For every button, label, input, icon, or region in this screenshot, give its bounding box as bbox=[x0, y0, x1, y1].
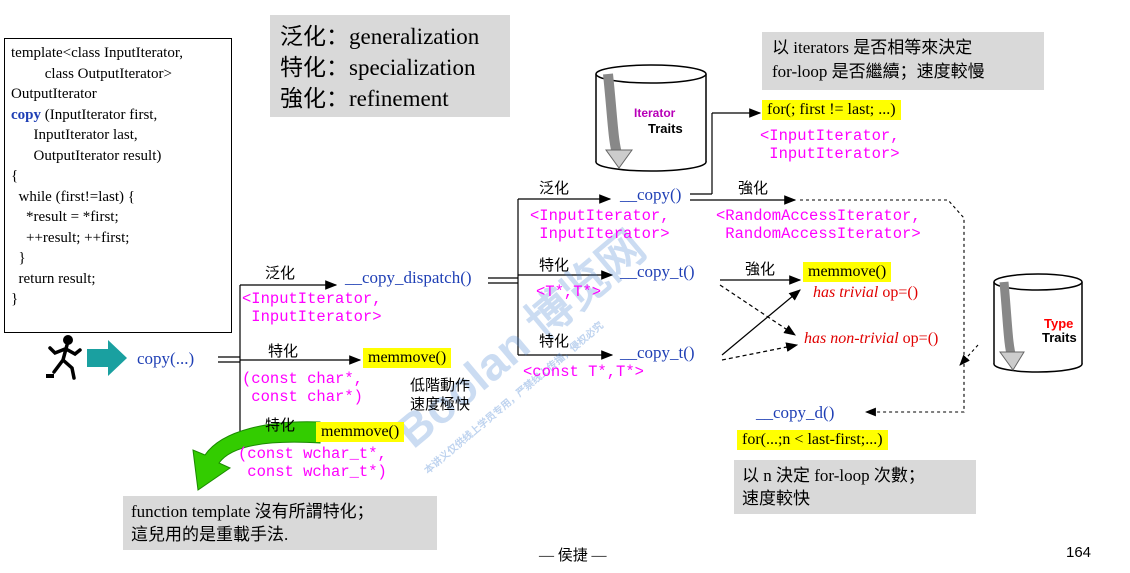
legend-specialization: 特化：specialization bbox=[280, 55, 476, 80]
template-arg-line: RandomAccessIterator> bbox=[716, 225, 921, 243]
note-italic: has non-trivial bbox=[804, 330, 899, 347]
copy-t-function: __copy_t() bbox=[620, 262, 695, 281]
note-line: 這兒用的是重載手法. bbox=[131, 525, 289, 544]
edge-label-specialization: 特化 bbox=[539, 334, 570, 350]
iterator-compare-note: 以 iterators 是否相等來決定 for-loop 是否繼續；速度較慢 bbox=[762, 32, 1044, 90]
arrow-from-copy-t2-to-memmove bbox=[721, 289, 801, 356]
edge-label-specialization: 特化 bbox=[265, 418, 296, 434]
code-line: copy (InputIterator first, bbox=[11, 105, 225, 126]
template-arg-line: InputIterator> bbox=[760, 145, 900, 163]
for-first-template-args: <InputIterator, InputIterator> bbox=[760, 127, 900, 163]
note-rest: op=() bbox=[898, 330, 939, 347]
code-line: template<class InputIterator, bbox=[11, 45, 183, 61]
fast-loop-note: 以 n 決定 for-loop 次數； 速度較快 bbox=[734, 460, 976, 514]
cylinder-label-traits: Traits bbox=[648, 121, 683, 136]
legend-generalization: 泛化：generalization bbox=[280, 24, 480, 49]
code-line: while (first!=last) { bbox=[11, 188, 135, 205]
code-line: InputIterator last, bbox=[11, 127, 138, 143]
copy-inner-function: __copy() bbox=[620, 185, 682, 204]
code-line: } bbox=[11, 291, 19, 307]
code-line: *result = *first; bbox=[11, 209, 119, 225]
copy-t-const-template-args: <const T*,T*> bbox=[523, 363, 644, 381]
template-arg-line: InputIterator> bbox=[530, 225, 670, 243]
memmove-char-box: memmove() bbox=[363, 348, 452, 368]
template-arg-line: const char*) bbox=[242, 388, 363, 406]
dotted-path-to-copy-d bbox=[800, 199, 965, 417]
code-line: OutputIterator bbox=[11, 86, 97, 102]
memmove-trivial-box: memmove() bbox=[803, 262, 892, 282]
note-line: 速度較快 bbox=[742, 489, 810, 508]
code-line: return result; bbox=[11, 270, 96, 287]
edge-label-generalization: 泛化 bbox=[265, 266, 296, 282]
template-arg-line: <InputIterator, bbox=[242, 290, 382, 308]
running-man-icon bbox=[46, 335, 82, 380]
note-line: 以 n 決定 for-loop 次數； bbox=[742, 466, 925, 485]
cylinder-label-type: Type bbox=[1044, 316, 1074, 331]
code-keyword-copy: copy bbox=[11, 106, 41, 123]
note-line: for-loop 是否繼續；速度較慢 bbox=[772, 62, 985, 81]
for-n-loop-box: for(...;n < last-first;...) bbox=[737, 430, 888, 450]
template-arg-line: <InputIterator, bbox=[760, 127, 900, 145]
cylinder-label-traits: Traits bbox=[1042, 330, 1077, 345]
edge-label-generalization: 泛化 bbox=[539, 181, 570, 197]
nontrivial-op-note: has non-trivial op=() bbox=[804, 330, 938, 348]
arrow-to-nontrivial-1 bbox=[719, 284, 796, 336]
template-arg-line: <InputIterator, bbox=[530, 207, 670, 225]
random-access-template-args: <RandomAccessIterator, RandomAccessItera… bbox=[716, 207, 921, 243]
copy-inner-template-args: <InputIterator, InputIterator> bbox=[530, 207, 670, 243]
iterator-traits-cylinder: Iterator Traits bbox=[588, 62, 714, 172]
edge-label-specialization: 特化 bbox=[539, 258, 570, 274]
overload-note: function template 沒有所謂特化； 這兒用的是重載手法. bbox=[123, 496, 437, 550]
page-number: 164 bbox=[1066, 544, 1092, 561]
note-line: 速度極快 bbox=[410, 397, 471, 413]
note-line: 以 iterators 是否相等來決定 bbox=[772, 38, 973, 57]
template-arg-line: InputIterator> bbox=[242, 308, 382, 326]
arrow-to-nontrivial-2 bbox=[721, 342, 799, 361]
for-first-last-box: for(; first != last; ...) bbox=[762, 100, 901, 120]
code-line: class OutputIterator> bbox=[11, 65, 172, 82]
legend-box: 泛化：generalization 特化：specialization 強化：r… bbox=[270, 15, 510, 117]
edge-label-refinement: 強化 bbox=[745, 262, 776, 278]
copy-entry-function: copy(...) bbox=[137, 349, 195, 368]
type-traits-cylinder: Type Traits bbox=[988, 272, 1088, 374]
note-line: 低階動作 bbox=[410, 378, 471, 394]
template-arg-line: (const char*, bbox=[242, 370, 363, 388]
memmove-wchar-args: (const wchar_t*, const wchar_t*) bbox=[238, 445, 387, 481]
memmove-char-args: (const char*, const char*) bbox=[242, 370, 363, 406]
template-arg-line: <RandomAccessIterator, bbox=[716, 207, 921, 225]
copy-code-box: template<class InputIterator, class Outp… bbox=[4, 38, 232, 333]
cylinder-label-iterator: Iterator bbox=[634, 106, 676, 120]
edge-label-refinement: 強化 bbox=[738, 181, 769, 197]
trivial-op-note: has trivial op=() bbox=[813, 284, 918, 302]
legend-refinement: 強化：refinement bbox=[280, 86, 449, 111]
copy-d-function: __copy_d() bbox=[756, 403, 835, 422]
memmove-wchar-box: memmove() bbox=[316, 422, 405, 442]
code-line-rest: (InputIterator first, bbox=[41, 106, 158, 123]
low-level-note: 低階動作速度極快 bbox=[410, 377, 470, 415]
template-arg-line: (const wchar_t*, bbox=[238, 445, 387, 463]
edge-label-specialization: 特化 bbox=[268, 344, 299, 360]
copy-t-template-args: <T*,T*> bbox=[536, 283, 602, 301]
note-line: function template 沒有所謂特化； bbox=[131, 502, 374, 521]
teal-arrow-icon bbox=[87, 340, 127, 376]
note-rest: op=() bbox=[878, 284, 919, 301]
copy-dispatch-function: __copy_dispatch() bbox=[345, 268, 472, 287]
template-arg-line: const wchar_t*) bbox=[238, 463, 387, 481]
code-line: ++result; ++first; bbox=[11, 229, 130, 246]
green-curved-arrow-icon bbox=[192, 421, 321, 491]
footer-author: — 侯捷 — bbox=[539, 548, 607, 564]
note-italic: has trivial bbox=[813, 284, 879, 301]
code-line: { bbox=[11, 168, 19, 184]
copy-dispatch-template-args: <InputIterator, InputIterator> bbox=[242, 290, 382, 326]
copy-t-const-function: __copy_t() bbox=[620, 343, 695, 362]
code-line: } bbox=[11, 250, 26, 266]
code-line: OutputIterator result) bbox=[11, 147, 162, 164]
